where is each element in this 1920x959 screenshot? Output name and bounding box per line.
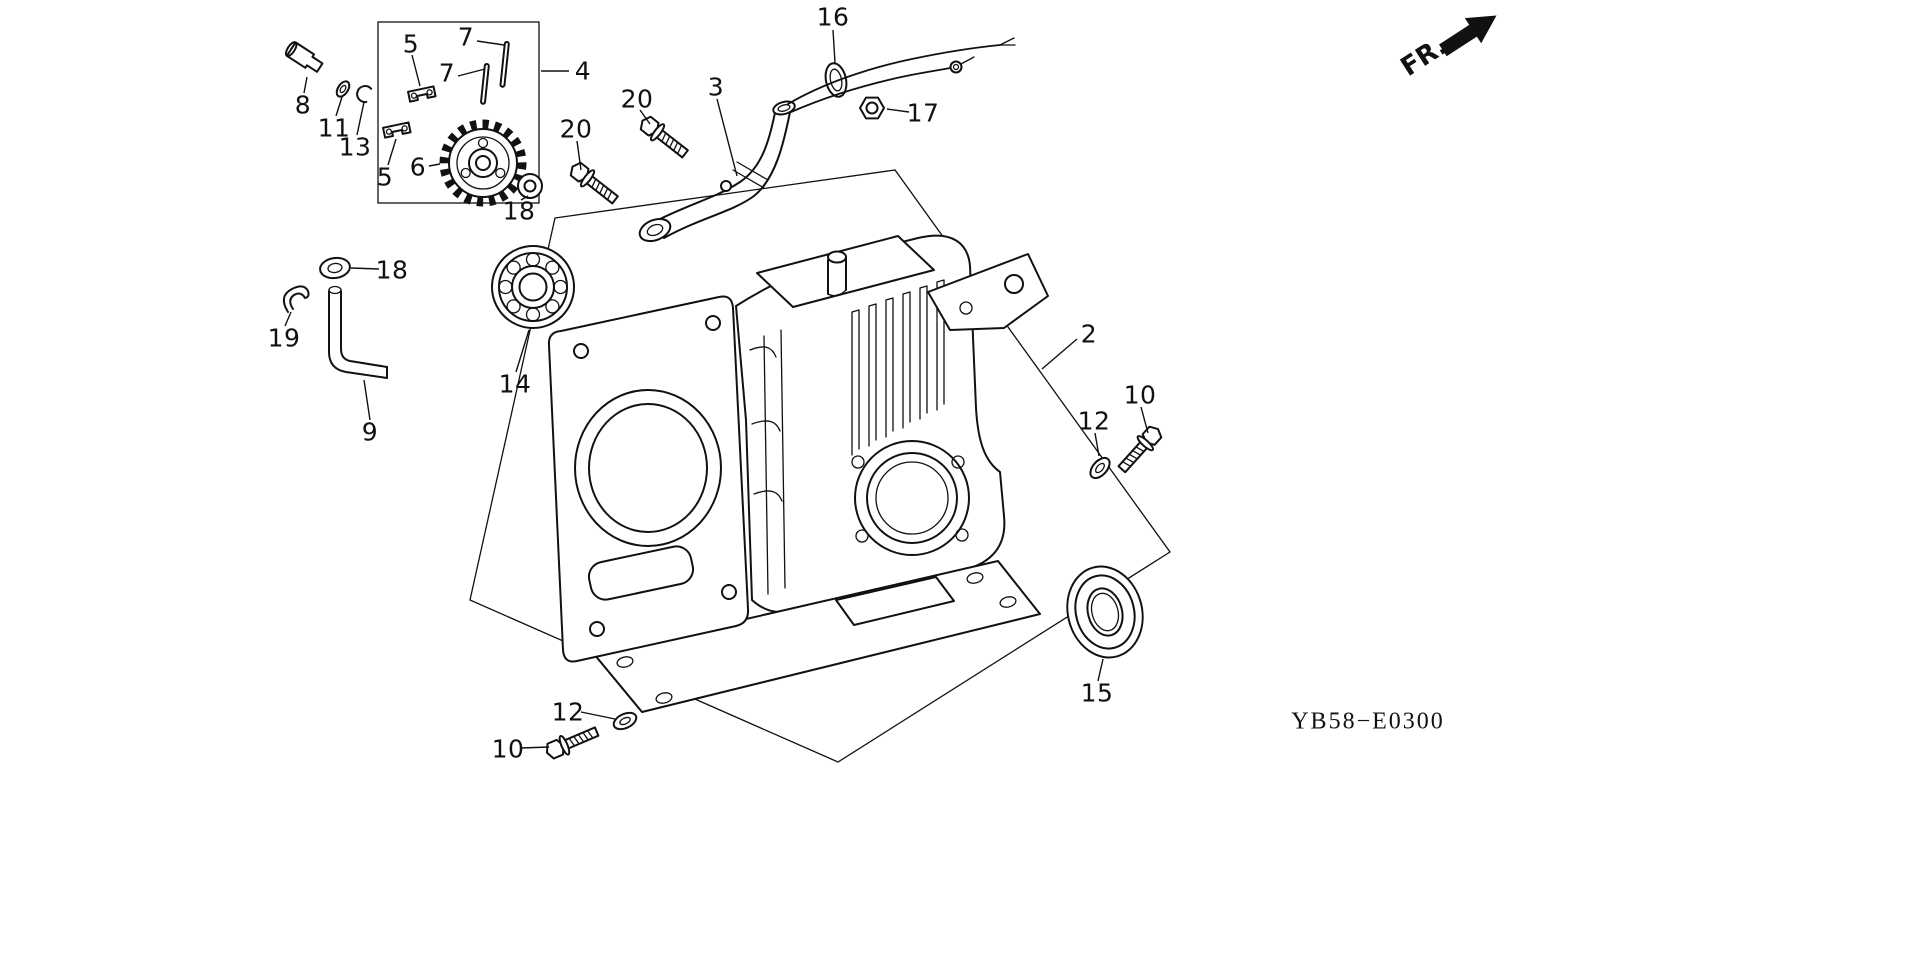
washer-18a (517, 173, 543, 199)
part-label-2: 2 (1080, 319, 1098, 349)
governor-group-box (377, 21, 540, 204)
washer-11 (335, 80, 351, 98)
part-label-12-b: 12 (551, 697, 585, 727)
bolt-10b (545, 726, 600, 760)
part-label-11: 11 (317, 113, 351, 143)
cooling-fins (851, 279, 945, 456)
part-label-7-a: 7 (457, 22, 475, 52)
cylinder-ribs (749, 329, 786, 595)
circlip-13 (356, 85, 373, 103)
mounting-base (593, 560, 1041, 713)
part-label-4: 4 (574, 56, 592, 86)
part-label-8: 8 (294, 90, 312, 120)
part-label-17: 17 (906, 98, 940, 128)
top-boss (827, 250, 847, 297)
breather-pipe-3 (638, 100, 796, 243)
bolt-20b (569, 161, 619, 205)
part-label-7-b: 7 (438, 58, 456, 88)
front-direction-arrow (1439, 15, 1497, 57)
oil-tube-9 (328, 285, 388, 379)
leader-lines (284, 29, 1149, 749)
bolt-20a (639, 115, 689, 159)
nut-17 (859, 96, 885, 120)
clip-19 (282, 285, 310, 313)
ball-bearing (491, 245, 575, 329)
part-label-5-a: 5 (402, 29, 420, 59)
part-label-9: 9 (361, 417, 379, 447)
part-label-15: 15 (1080, 678, 1114, 708)
cylinder-flange (547, 295, 750, 663)
stop-switch-wire-16 (787, 37, 1016, 113)
part-label-20-b: 20 (559, 114, 593, 144)
governor-pin-1 (499, 40, 510, 88)
washer-18b (319, 256, 351, 280)
part-label-6: 6 (409, 152, 427, 182)
washer-12b (612, 711, 638, 731)
part-label-18-b: 18 (375, 255, 409, 285)
bolt-10a (1117, 425, 1163, 474)
shaft-pin-8 (284, 41, 324, 73)
part-label-19: 19 (267, 323, 301, 353)
governor-gear (439, 119, 527, 207)
part-label-13: 13 (338, 132, 372, 162)
part-label-12-a: 12 (1077, 406, 1111, 436)
part-label-14: 14 (498, 369, 532, 399)
crank-bore-boss (851, 440, 970, 556)
part-label-10-b: 10 (491, 734, 525, 764)
bracket (927, 253, 1049, 331)
part-label-16: 16 (816, 2, 850, 32)
part-label-20-a: 20 (620, 84, 654, 114)
part-label-18-a: 18 (502, 196, 536, 226)
clamp-5a (407, 85, 437, 103)
oil-seal-15 (1066, 565, 1144, 659)
diagram-code: YB58−E0300 (1291, 708, 1445, 735)
wire-grommet (824, 62, 848, 98)
assembly-boundary-outline (469, 169, 1171, 763)
clamp-5b (382, 121, 412, 139)
part-label-5-b: 5 (376, 162, 394, 192)
governor-pin-2 (480, 62, 490, 105)
washer-12a (1089, 456, 1111, 480)
part-label-10-a: 10 (1123, 380, 1157, 410)
part-label-3: 3 (707, 72, 725, 102)
